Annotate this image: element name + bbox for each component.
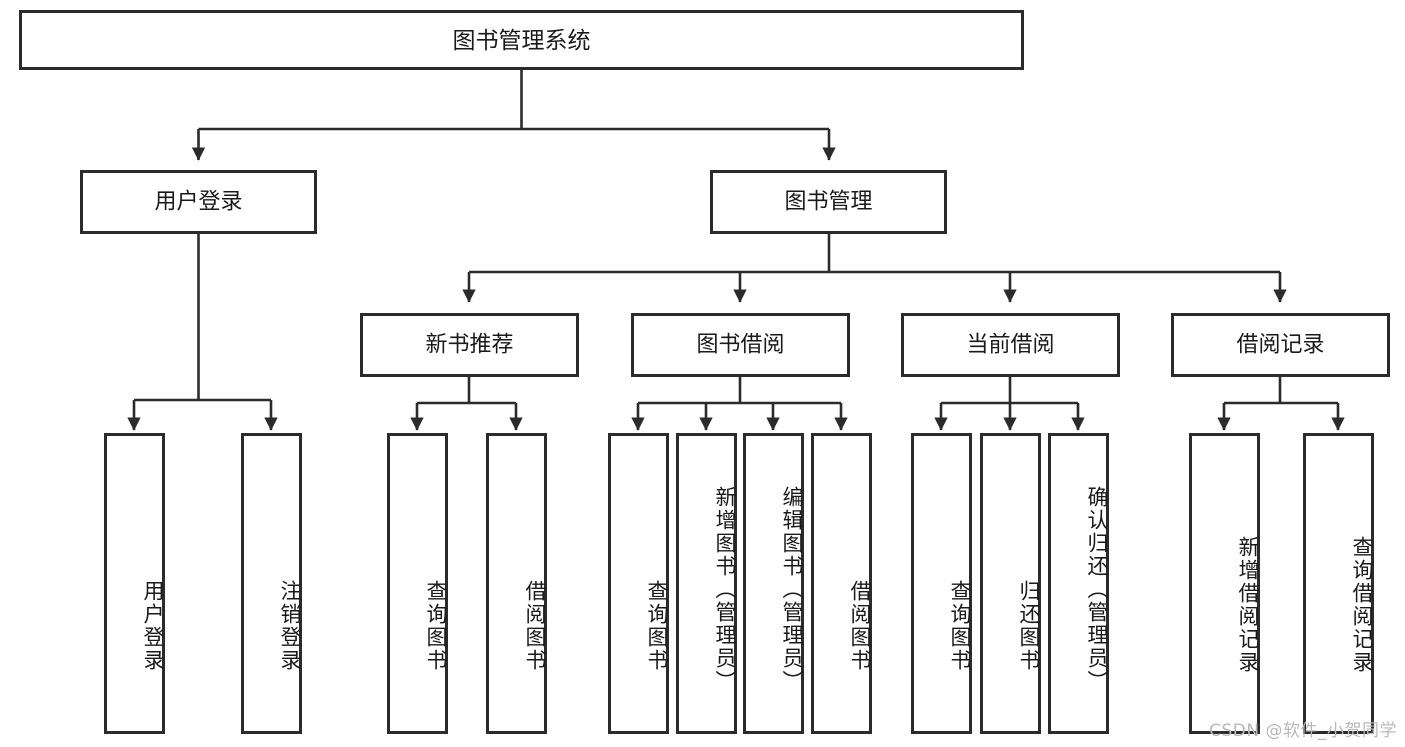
leaf-rect-query-record[interactable]	[1303, 433, 1374, 734]
node-borrow-record-label: 借阅记录	[1236, 333, 1324, 358]
edges-bookmanage-to-level3	[462, 233, 1287, 303]
node-current-borrow[interactable]: 当前借阅	[901, 313, 1120, 377]
leaf-rect-borrow-book-1[interactable]	[486, 433, 547, 734]
leaf-rect-user-login[interactable]	[104, 433, 165, 734]
leaf-rect-add-book[interactable]	[676, 433, 737, 734]
node-new-book-rec-label: 新书推荐	[425, 333, 513, 358]
edges-borrowrecord-to-leaves	[1217, 376, 1345, 431]
node-new-book-rec[interactable]: 新书推荐	[360, 313, 579, 377]
node-borrow-record[interactable]: 借阅记录	[1171, 313, 1390, 377]
edges-newbook-to-leaves	[410, 376, 523, 431]
node-root[interactable]: 图书管理系统	[19, 10, 1024, 70]
node-book-manage-label: 图书管理	[784, 190, 872, 215]
node-user-login-label: 用户登录	[154, 190, 242, 215]
leaf-rect-confirm-return[interactable]	[1048, 433, 1109, 734]
leaf-rect-return-book[interactable]	[980, 433, 1041, 734]
edges-currentborrow-to-leaves	[934, 376, 1085, 431]
node-user-login[interactable]: 用户登录	[80, 170, 317, 234]
node-root-label: 图书管理系统	[453, 28, 591, 54]
leaf-rect-query-book-1[interactable]	[387, 433, 448, 734]
csdn-watermark: CSDN @软件_小贺同学	[1209, 721, 1397, 741]
leaf-rect-edit-book[interactable]	[743, 433, 804, 734]
node-book-manage[interactable]: 图书管理	[710, 170, 947, 234]
leaf-rect-user-logout[interactable]	[241, 433, 302, 734]
leaf-rect-borrow-book-2[interactable]	[811, 433, 872, 734]
edges-root-to-level2	[191, 69, 836, 161]
leaf-rect-add-record[interactable]	[1189, 433, 1260, 734]
leaf-rect-query-book-2[interactable]	[608, 433, 669, 734]
leaf-rect-query-book-3[interactable]	[911, 433, 972, 734]
leaf-rects	[104, 433, 1374, 734]
edges-userlogin-to-leaves	[127, 233, 278, 431]
node-current-borrow-label: 当前借阅	[966, 333, 1054, 358]
node-book-borrow[interactable]: 图书借阅	[631, 313, 850, 377]
edges-bookborrow-to-leaves	[631, 376, 848, 431]
node-book-borrow-label: 图书借阅	[696, 333, 784, 358]
